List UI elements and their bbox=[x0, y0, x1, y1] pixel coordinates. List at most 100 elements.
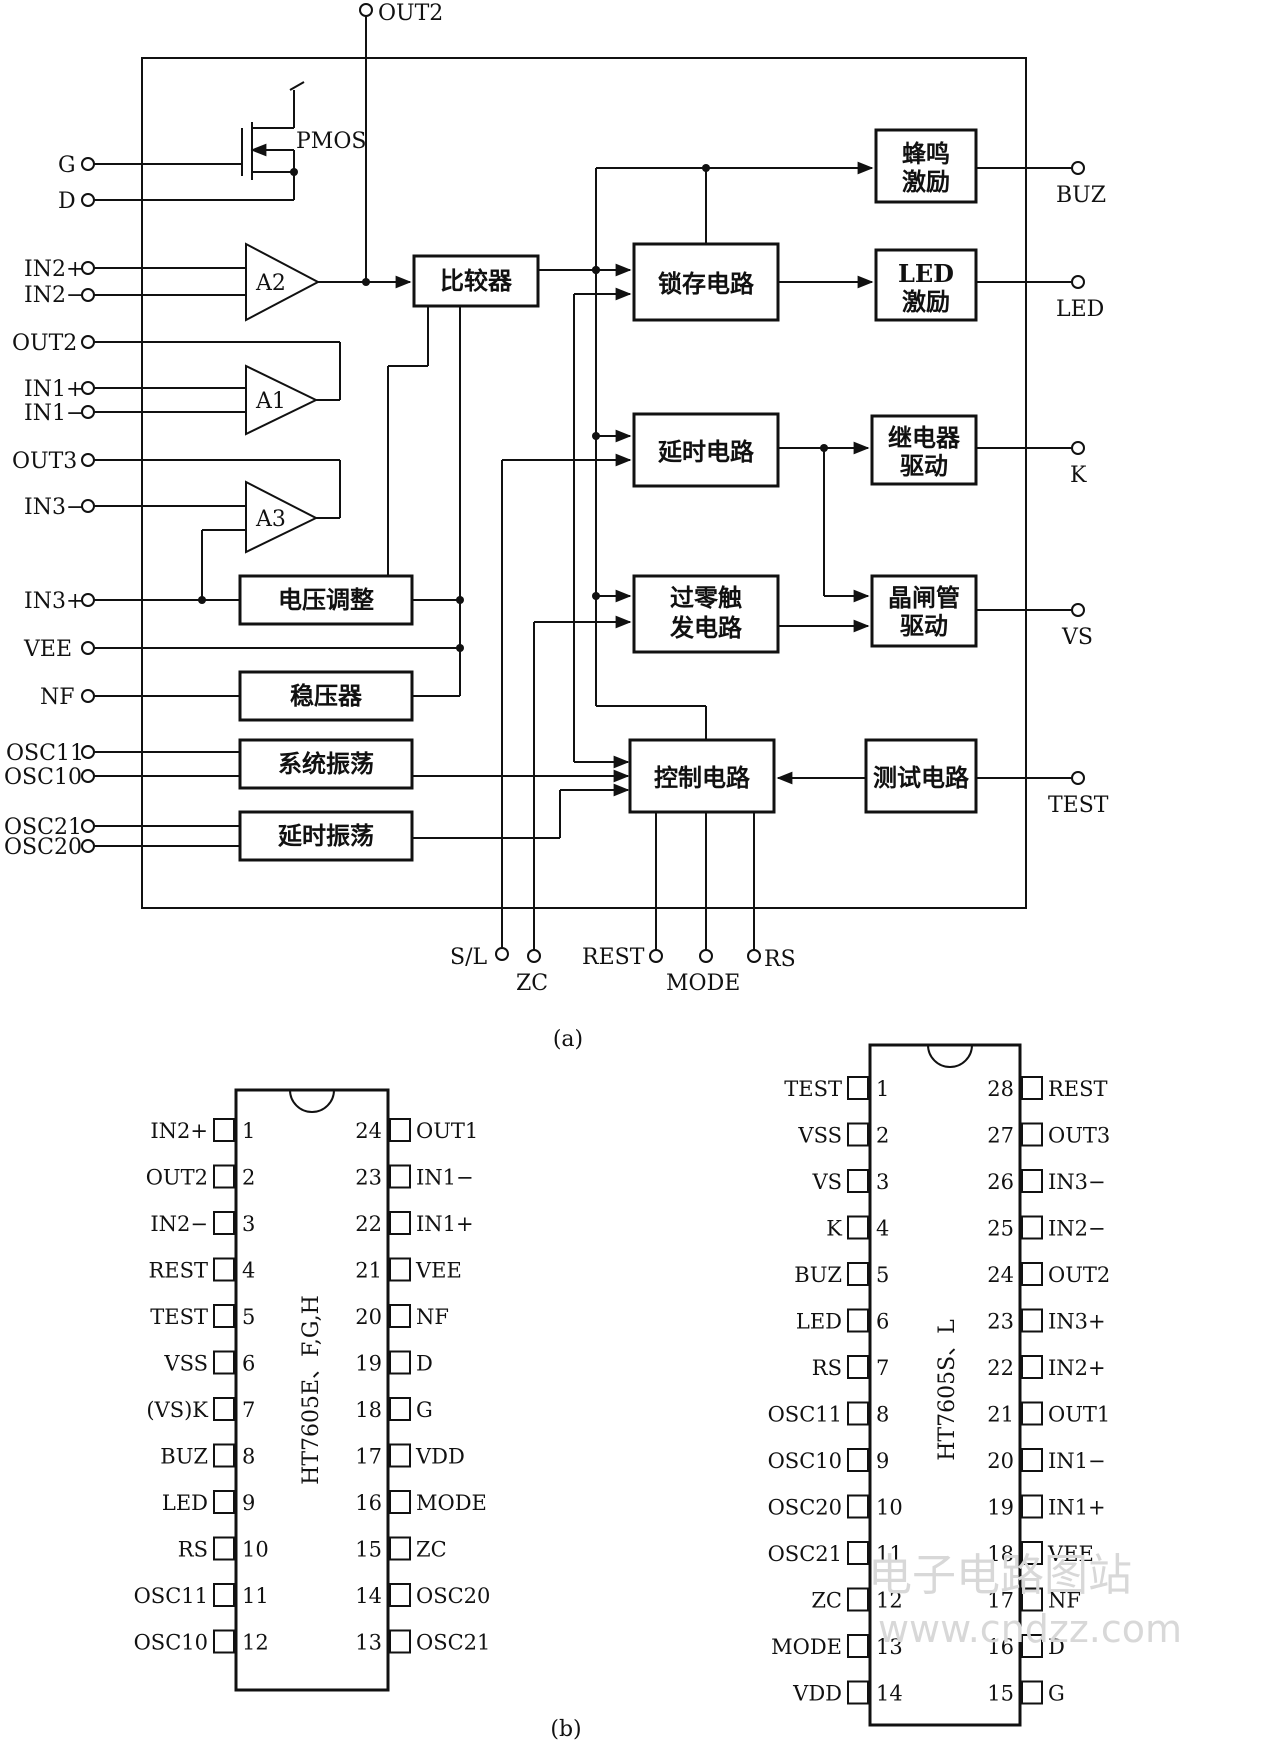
pmos-transistor: PMOS bbox=[92, 81, 366, 201]
pin-name: RS bbox=[812, 1356, 842, 1380]
left-pins-a: G D IN2+ IN2− OUT2 IN1+ IN1− OUT3 IN3− I… bbox=[4, 153, 95, 860]
pin-name: LED bbox=[162, 1491, 208, 1515]
pin-box bbox=[847, 1122, 869, 1147]
led-drive-label-1: LED bbox=[898, 259, 954, 288]
led-drive-block bbox=[874, 248, 978, 322]
amp-a3-label: A3 bbox=[255, 507, 286, 532]
voltage-adjust-block bbox=[238, 574, 414, 626]
pin-name: OSC20 bbox=[768, 1496, 842, 1520]
pin-box bbox=[1021, 1262, 1043, 1286]
pin-box bbox=[389, 1257, 411, 1282]
buzzer-drive-label-2: 激励 bbox=[902, 167, 950, 196]
pin-label-in2m: IN2− bbox=[24, 283, 84, 308]
pin-name: OSC20 bbox=[416, 1584, 490, 1608]
pin-box bbox=[389, 1629, 411, 1654]
pin-number: 6 bbox=[242, 1352, 255, 1376]
pin-box bbox=[847, 1215, 869, 1240]
pin-box bbox=[847, 1448, 869, 1472]
pin-box bbox=[1021, 1169, 1043, 1193]
pin-label-out2-left: OUT2 bbox=[12, 331, 77, 356]
pin-number: 5 bbox=[876, 1263, 889, 1287]
pin-name: OSC21 bbox=[416, 1631, 490, 1655]
pin-name: OSC11 bbox=[134, 1584, 208, 1608]
pin-number: 3 bbox=[876, 1170, 889, 1194]
pin-name: OUT1 bbox=[416, 1119, 478, 1143]
pin-name: K bbox=[826, 1217, 842, 1241]
pin-label-zc: ZC bbox=[516, 971, 548, 996]
pin-number: 14 bbox=[355, 1584, 382, 1608]
delay-osc-label: 延时振荡 bbox=[277, 821, 374, 850]
pin-number: 17 bbox=[355, 1445, 382, 1469]
pin-label-d: D bbox=[58, 189, 76, 214]
pin-number: 24 bbox=[355, 1119, 382, 1143]
pin-number: 10 bbox=[876, 1496, 903, 1520]
pin-name: ZC bbox=[416, 1538, 447, 1562]
pin-number: 9 bbox=[242, 1491, 255, 1515]
pin-name: D bbox=[1048, 1635, 1065, 1659]
pin-box bbox=[847, 1634, 869, 1658]
pin-box bbox=[213, 1118, 235, 1142]
right-pins-a: BUZ LED K VS TEST bbox=[1048, 161, 1109, 818]
pin-label-rest: REST bbox=[582, 945, 645, 970]
pin-number: 7 bbox=[242, 1398, 255, 1422]
pin-label-nf: NF bbox=[40, 685, 75, 710]
pin-number: 15 bbox=[987, 1682, 1014, 1706]
pin-number: 28 bbox=[987, 1077, 1014, 1101]
pin-name: VSS bbox=[797, 1124, 842, 1148]
pin-label-buz: BUZ bbox=[1056, 183, 1106, 208]
watermark: 电子电路图站 www.cndzz.com bbox=[868, 1550, 1182, 1651]
pin-box bbox=[847, 1494, 869, 1519]
pin-box bbox=[1021, 1401, 1043, 1426]
pin-box bbox=[847, 1587, 869, 1612]
pin-number: 3 bbox=[242, 1212, 255, 1236]
amplifier-a2: A2 bbox=[92, 242, 412, 322]
pin-name: (VS)K bbox=[146, 1398, 208, 1422]
pin-number: 1 bbox=[876, 1077, 889, 1101]
pin-number: 8 bbox=[242, 1445, 255, 1469]
pin-box bbox=[213, 1397, 235, 1421]
pin-box bbox=[213, 1583, 235, 1607]
zero-cross-label-2: 发电路 bbox=[669, 613, 743, 642]
test-circuit-block bbox=[864, 738, 978, 814]
pin-name: ZC bbox=[811, 1589, 842, 1613]
pin-box bbox=[389, 1490, 411, 1514]
pin-number: 2 bbox=[876, 1124, 889, 1148]
pmos-label: PMOS bbox=[296, 129, 366, 154]
pin-name: MODE bbox=[416, 1491, 487, 1515]
pin-box bbox=[213, 1211, 235, 1235]
pin-name: REST bbox=[148, 1259, 208, 1283]
buzzer-drive-label-1: 蜂鸣 bbox=[902, 139, 950, 168]
pin-label-led: LED bbox=[1056, 297, 1104, 322]
zero-cross-block bbox=[632, 574, 780, 654]
pin-label-sl: S/L bbox=[450, 945, 487, 970]
pin-box bbox=[1021, 1541, 1043, 1565]
pin-box bbox=[1021, 1494, 1043, 1519]
pin-number: 12 bbox=[876, 1589, 903, 1613]
pin-name: REST bbox=[1048, 1077, 1108, 1101]
pin-box bbox=[847, 1680, 869, 1705]
pin-number: 11 bbox=[876, 1542, 903, 1566]
pin-number: 14 bbox=[876, 1682, 903, 1706]
voltage-adjust-label: 电压调整 bbox=[278, 585, 374, 614]
pin-name: IN2− bbox=[150, 1212, 208, 1236]
latch-label: 锁存电路 bbox=[658, 269, 755, 298]
pin-number: 2 bbox=[242, 1166, 255, 1190]
pin-box bbox=[1021, 1355, 1043, 1379]
pin-label-in1p: IN1+ bbox=[24, 377, 84, 402]
pin-box bbox=[1021, 1076, 1043, 1100]
pin-box bbox=[1021, 1634, 1043, 1658]
pin-label-vee: VEE bbox=[23, 637, 72, 662]
pin-name: OUT2 bbox=[1048, 1263, 1110, 1287]
pin-name: IN3− bbox=[1048, 1170, 1106, 1194]
pin-box bbox=[1021, 1680, 1043, 1705]
pin-box bbox=[1021, 1587, 1043, 1612]
pin-out2-top bbox=[359, 3, 373, 17]
pin-number: 23 bbox=[987, 1310, 1014, 1334]
pin-label-out2-top: OUT2 bbox=[378, 1, 443, 26]
pin-box bbox=[389, 1397, 411, 1421]
pin-box bbox=[389, 1164, 411, 1189]
pin-number: 6 bbox=[876, 1310, 889, 1334]
caption-a: (a) bbox=[553, 1027, 583, 1052]
pin-box bbox=[1021, 1122, 1043, 1147]
pin-box bbox=[389, 1211, 411, 1235]
